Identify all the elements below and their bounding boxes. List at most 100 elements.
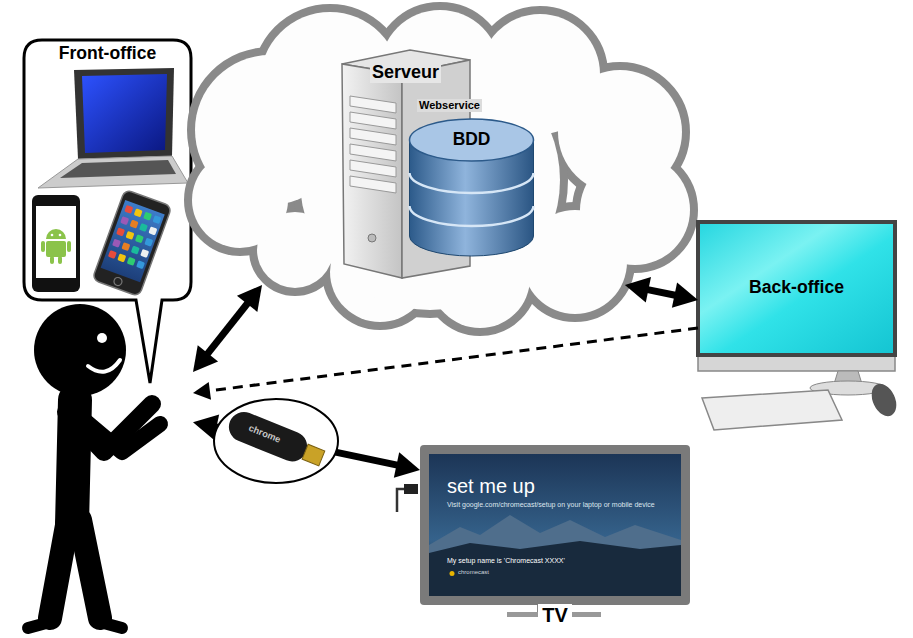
- app-icon: [135, 234, 144, 243]
- mouse: [867, 380, 901, 420]
- arrow-head: [672, 282, 698, 307]
- app-icon: [134, 208, 143, 217]
- figure-leg: [50, 520, 68, 618]
- drive-bay: [350, 112, 396, 129]
- phone-screen: [36, 206, 76, 278]
- double-arrow: [625, 277, 698, 308]
- cloud-lobe: [300, 50, 560, 310]
- figure-foot: [100, 622, 122, 628]
- bubble-outline: [24, 40, 191, 383]
- screen-panel: [698, 222, 895, 355]
- drive-bay: [350, 144, 396, 161]
- arrow-shaft: [646, 289, 676, 295]
- android-head: [46, 229, 66, 239]
- brand-text: chromecast: [458, 569, 489, 576]
- android-eye: [59, 234, 62, 237]
- laptop-screen: [82, 74, 167, 153]
- android-arm: [67, 241, 71, 252]
- chromecast-callout: [208, 394, 348, 489]
- home-button: [113, 276, 123, 286]
- node-title: Front-office: [22, 43, 193, 63]
- cylinder-side: [533, 140, 534, 236]
- tv-screen: set me up Visit google.com/chromecast/set…: [420, 445, 690, 605]
- callout-ellipse: [214, 399, 338, 483]
- node-title: Back-office: [698, 277, 895, 297]
- drawing-part: [192, 10, 690, 328]
- plug: [404, 484, 418, 494]
- app-icon: [139, 223, 148, 232]
- tower-front: [342, 64, 402, 278]
- node-title: TV: [538, 604, 572, 627]
- keyboard: [702, 390, 842, 430]
- figure-smile: [88, 360, 120, 372]
- drive-bay: [350, 176, 396, 193]
- phone-body: [92, 189, 172, 296]
- monitor-chin: [698, 355, 895, 371]
- android-leg: [50, 256, 54, 264]
- tv-set: [420, 445, 690, 605]
- figure-head: [34, 304, 126, 396]
- speech-bubble: [22, 38, 193, 432]
- hdmi-cable: [397, 484, 418, 512]
- app-icon: [127, 257, 136, 266]
- app-icon: [140, 249, 149, 258]
- monitor-base: [698, 355, 901, 430]
- app-icon: [116, 227, 125, 236]
- app-icon: [112, 239, 121, 248]
- app-icon: [143, 212, 152, 221]
- brand-label: chrome: [247, 423, 303, 454]
- drive-bay: [350, 160, 396, 177]
- phone-screen: [101, 200, 165, 282]
- dashed-arrow: [193, 328, 698, 400]
- iphone: [92, 189, 172, 296]
- dongle-body: [224, 407, 311, 466]
- android-phone: [32, 195, 80, 292]
- arrow-head: [193, 345, 218, 372]
- android-eye: [51, 234, 54, 237]
- service-label: Webservice: [417, 99, 482, 112]
- phone-body: [32, 195, 80, 292]
- app-icon: [131, 246, 140, 255]
- app-icon: [126, 231, 135, 240]
- app-icon: [120, 216, 129, 225]
- android-leg: [58, 256, 62, 264]
- laptop-base: [38, 156, 188, 188]
- cylinder-side: [409, 140, 410, 236]
- chromecast-dongle: [224, 407, 327, 472]
- app-icon: [153, 215, 162, 224]
- arrow-head: [237, 285, 262, 312]
- server-cloud: ServeurWebserviceBDD: [200, 5, 670, 285]
- power-button: [368, 234, 376, 242]
- hdmi-plug: [302, 444, 325, 466]
- front-office-bubble: Front-office: [22, 38, 193, 432]
- server-label: Serveur: [370, 62, 441, 83]
- app-icon: [136, 260, 145, 269]
- android-arm: [41, 241, 45, 252]
- cloud-lobe: [192, 152, 288, 248]
- cloud-outline: [192, 10, 690, 328]
- app-icon: [117, 253, 126, 262]
- app-icon: [148, 226, 157, 235]
- laptop-bezel: [74, 68, 174, 159]
- cloud-lobe: [300, 50, 560, 310]
- figure-foot: [28, 622, 50, 628]
- drive-bay: [350, 128, 396, 145]
- app-icon: [144, 238, 153, 247]
- laptop: [38, 68, 188, 188]
- tv-screen: [429, 454, 681, 596]
- cloud-lobe: [192, 152, 288, 248]
- cloud-fill: [192, 10, 690, 328]
- screen-heading: set me up: [447, 475, 535, 498]
- arrow-shaft: [208, 328, 698, 391]
- back-office-monitor: Back-office: [698, 222, 895, 355]
- foreground: [429, 541, 681, 596]
- laptop-keyboard: [60, 160, 176, 178]
- screen-text: Visit google.com/chromecast/setup on you…: [447, 501, 655, 509]
- arrow-shaft: [207, 302, 249, 355]
- app-icon: [124, 205, 133, 214]
- figure-eye: [97, 333, 107, 343]
- app-icon: [121, 242, 130, 251]
